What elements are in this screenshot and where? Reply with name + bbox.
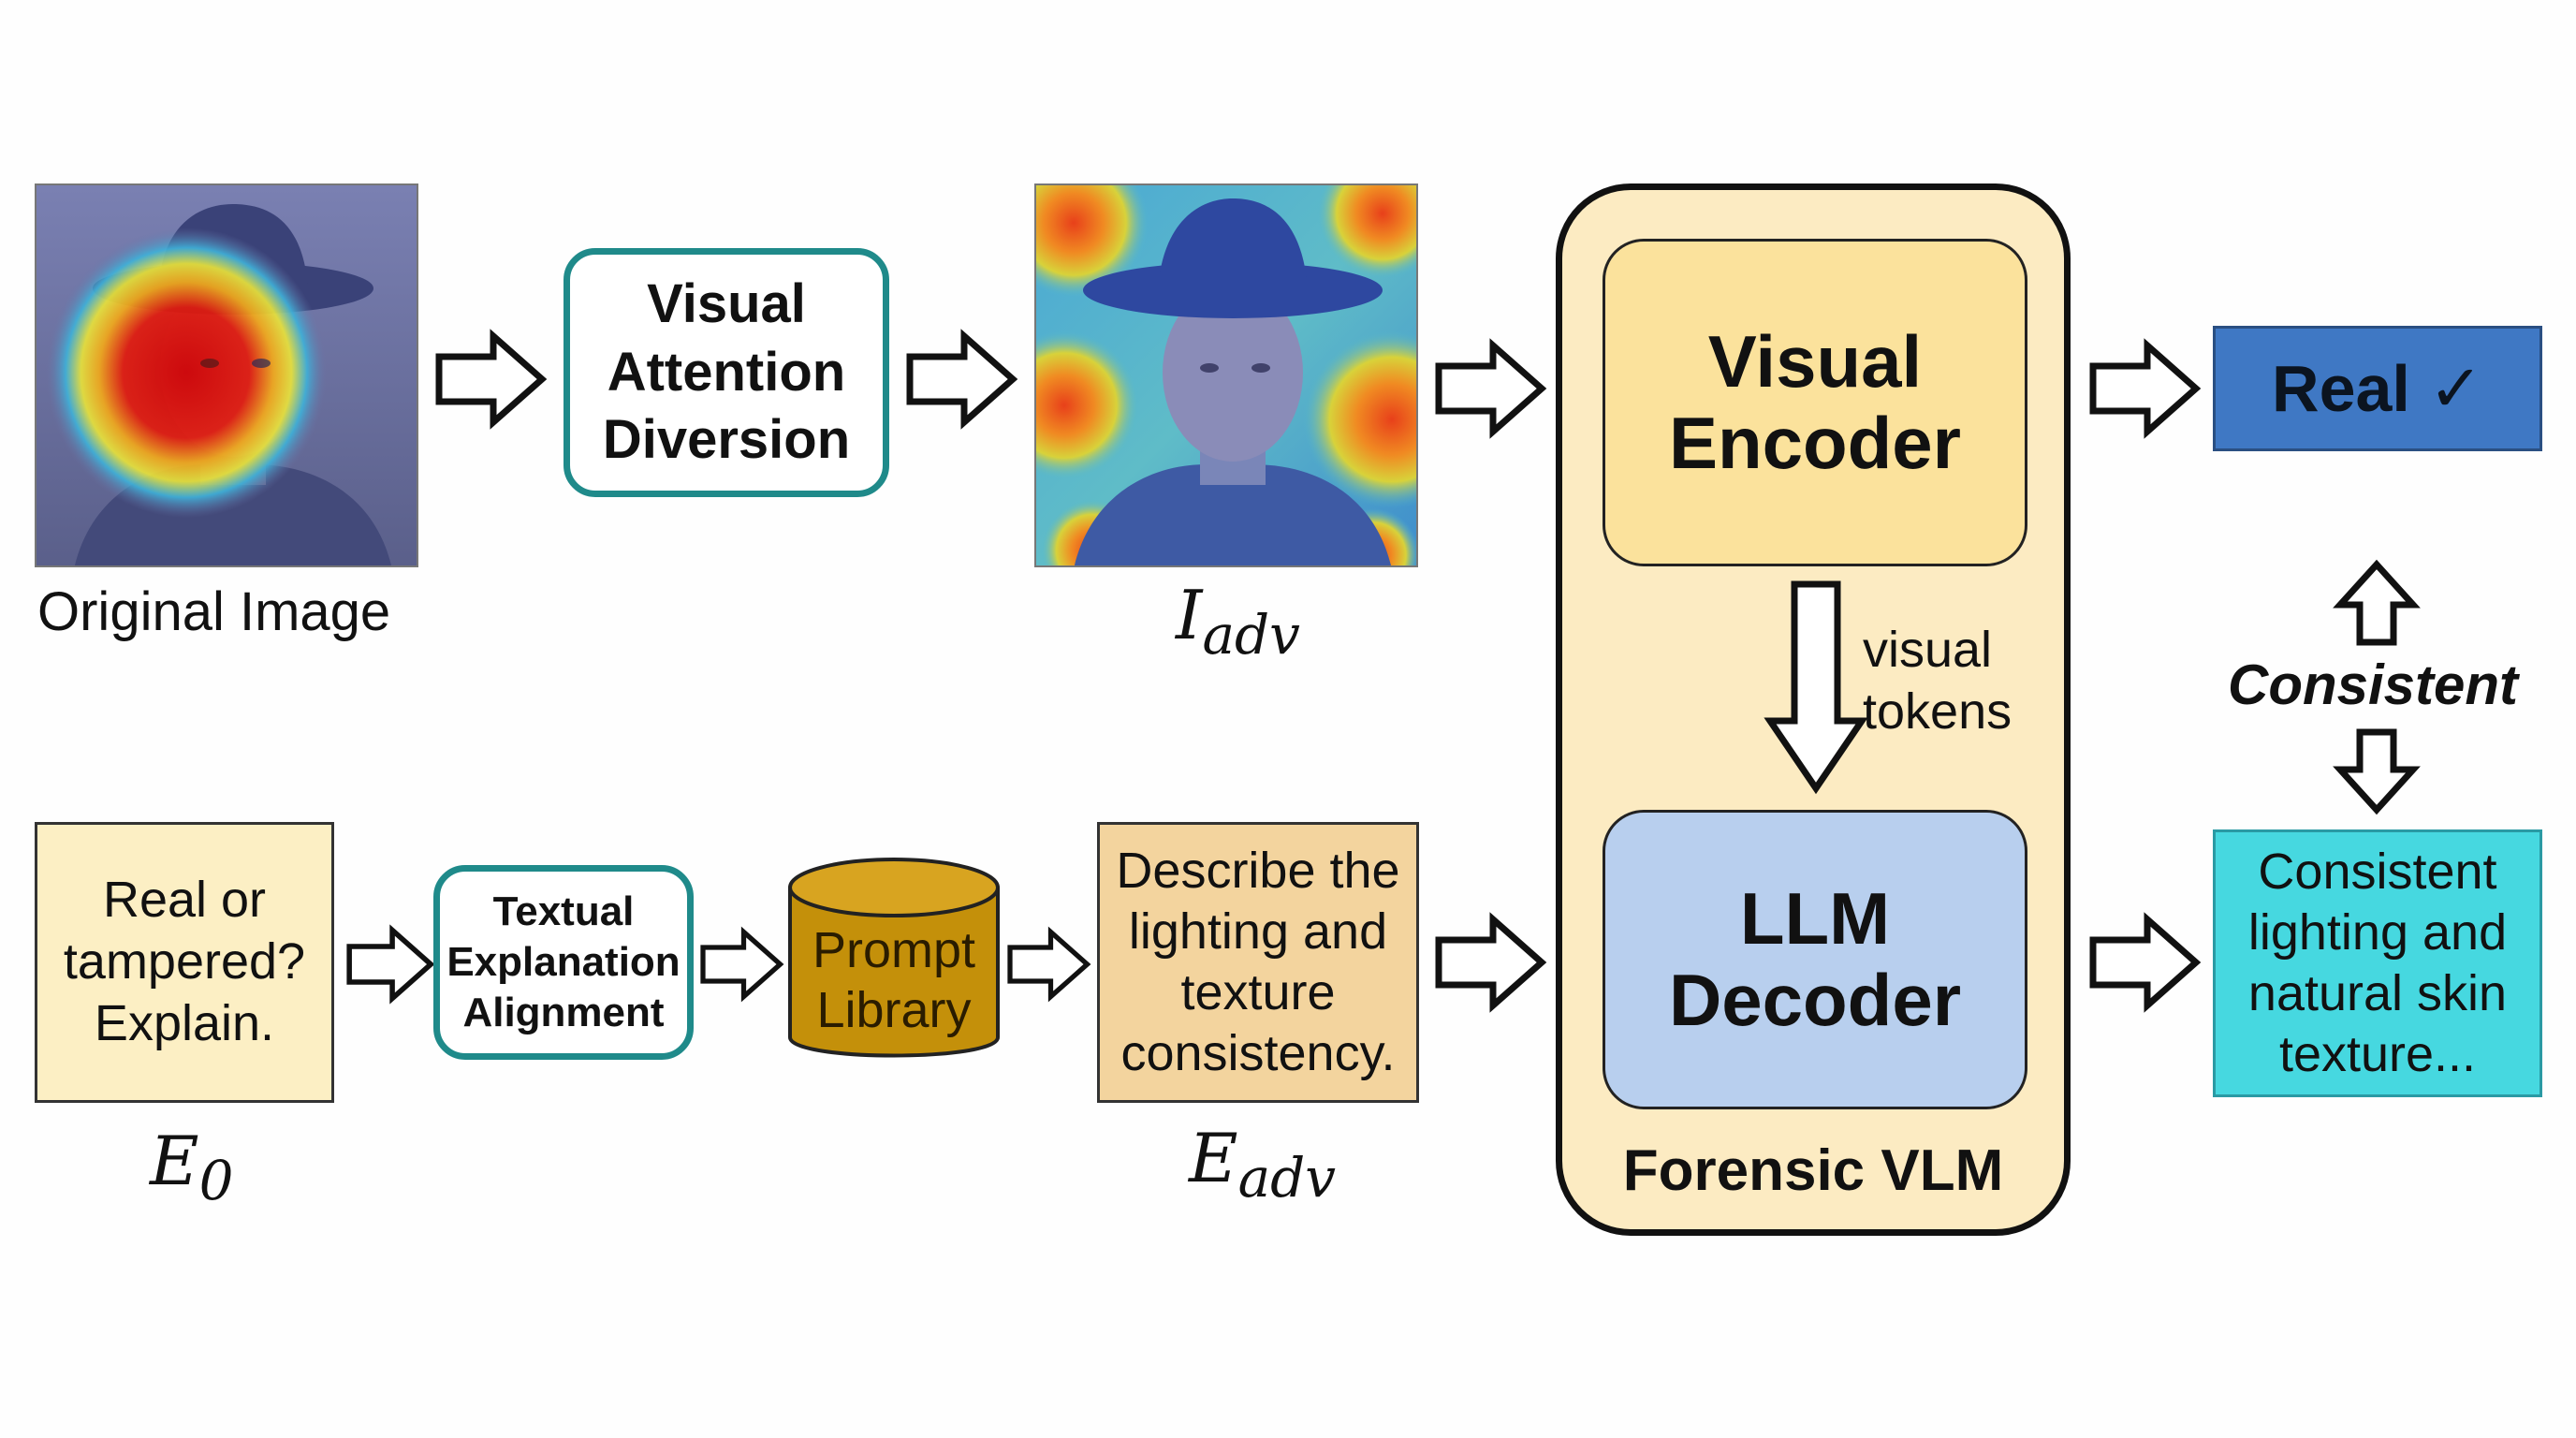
- textual-explanation-alignment-box: Textual Explanation Alignment: [433, 865, 694, 1060]
- arrow-to-llm-decoder: [1435, 916, 1547, 1009]
- arrow-to-prompt-library: [700, 917, 784, 1011]
- arrow-to-tea: [346, 917, 435, 1011]
- arrow-to-vad: [435, 332, 548, 426]
- forensic-vlm-title: Forensic VLM: [1622, 1138, 2004, 1203]
- arrow-to-iadv: [906, 332, 1018, 426]
- iadv-symbol: Iadv: [1176, 576, 1300, 668]
- original-heatmap-image: [37, 185, 417, 565]
- arrow-to-explanation-output: [2089, 916, 2202, 1009]
- arrow-to-eadv: [1007, 917, 1091, 1011]
- original-image-caption: Original Image: [37, 581, 391, 642]
- visual-tokens-label: visual tokens: [1863, 622, 2012, 740]
- prompt-library-label: Prompt Library: [812, 922, 976, 1038]
- e0-symbol: E0: [150, 1122, 234, 1213]
- visual-tokens-down-arrow: [1764, 580, 1868, 795]
- explanation-output-box: Consistent lighting and natural skin tex…: [2213, 829, 2542, 1097]
- eadv-symbol: Eadv: [1189, 1119, 1337, 1211]
- llm-decoder-box: LLM Decoder: [1603, 810, 2027, 1109]
- original-image-panel: [35, 183, 418, 567]
- eadv-prompt-box: Describe the lighting and texture consis…: [1097, 822, 1419, 1103]
- adversarial-image-panel: [1034, 183, 1418, 567]
- e0-prompt-box: Real or tampered? Explain.: [35, 822, 334, 1103]
- adversarial-heatmap-image: [1036, 185, 1416, 565]
- prompt-library-cylinder: [788, 858, 1000, 1058]
- visual-encoder-box: Visual Encoder: [1603, 239, 2027, 566]
- arrow-to-visual-encoder: [1435, 342, 1547, 435]
- consistent-label: Consistent: [2228, 653, 2519, 716]
- consistent-up-arrow: [2333, 559, 2421, 646]
- real-verdict-box: Real ✓: [2213, 326, 2542, 451]
- consistent-down-arrow: [2333, 728, 2421, 815]
- visual-attention-diversion-box: Visual Attention Diversion: [564, 248, 889, 497]
- arrow-to-real-label: [2089, 342, 2202, 435]
